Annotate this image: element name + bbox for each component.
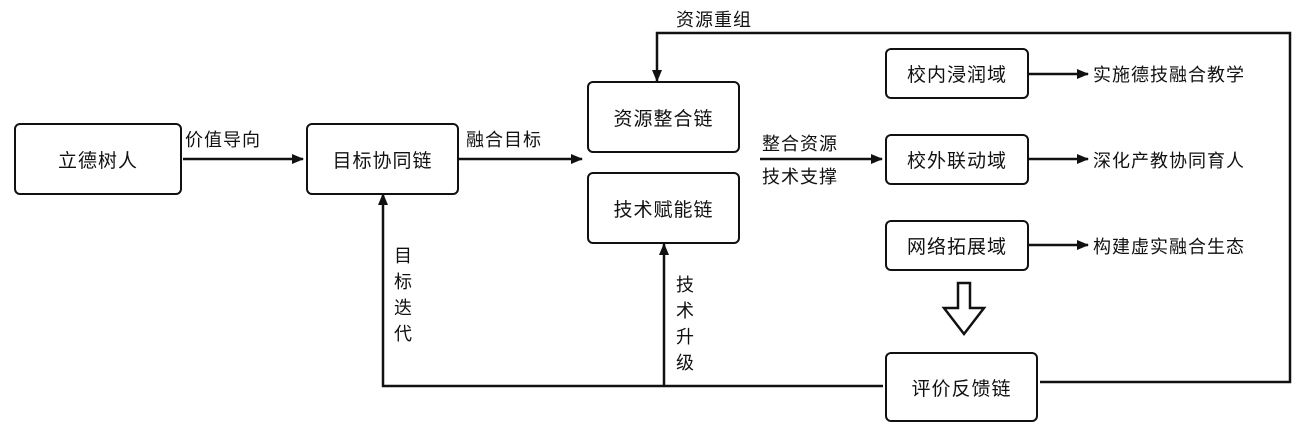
node-xiaonei: 校内浸润域	[885, 48, 1029, 99]
node-wangluo: 网络拓展域	[885, 220, 1029, 271]
label-ronghe-mubiao: 融合目标	[466, 130, 542, 151]
feedback-goal-loop	[378, 193, 883, 388]
node-pingjia: 评价反馈链	[885, 352, 1038, 422]
label-jishu-shengji: 技术升级	[676, 275, 694, 374]
label-jishu-zhicheng: 技术支撑	[762, 167, 838, 188]
label-ziyuan-chongzu: 资源重组	[676, 10, 752, 31]
label-jiazhi-daoxiang: 价值导向	[185, 130, 261, 151]
node-lideshuren: 立德树人	[14, 123, 182, 195]
node-xiaowai: 校外联动域	[885, 134, 1029, 185]
label-zhenghe-ziyuan: 整合资源	[762, 134, 838, 155]
node-mubiao-xietong: 目标协同链	[306, 123, 459, 195]
outcome-xiaonei: 实施德技融合教学	[1093, 65, 1245, 86]
node-jishu-funeng: 技术赋能链	[587, 172, 740, 244]
label-mubiao-diedai: 目标迭代	[394, 246, 412, 345]
feedback-resource-loop	[652, 31, 1292, 384]
outcome-wangluo: 构建虚实融合生态	[1093, 237, 1245, 258]
outcome-xiaowai: 深化产教协同育人	[1093, 151, 1245, 172]
hollow-down-arrow	[941, 281, 987, 337]
node-ziyuan-zhenghe: 资源整合链	[587, 81, 740, 153]
